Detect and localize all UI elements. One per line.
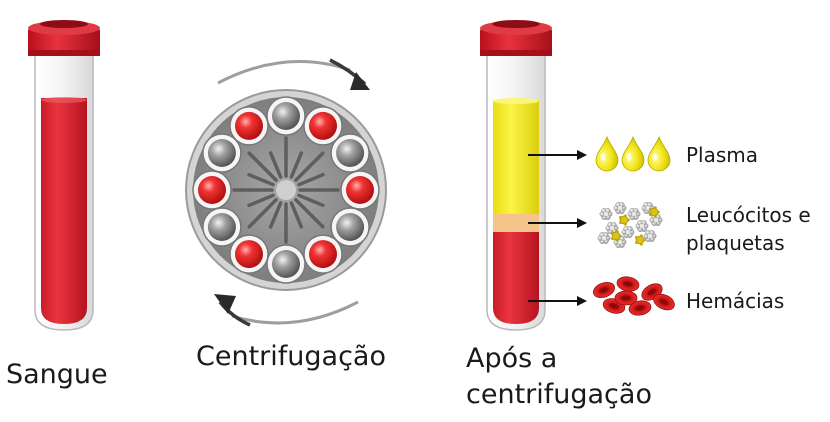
red-cells-label: Hemácias <box>686 289 785 313</box>
platelet-cluster-icon <box>597 202 663 248</box>
blood-sample-slot <box>235 111 263 140</box>
tube-cap-right <box>480 20 552 56</box>
plasma-layer <box>493 100 539 214</box>
blood-sample-slot <box>346 176 374 204</box>
rotation-arrow-top <box>217 60 351 85</box>
droplet-icon <box>595 135 671 172</box>
blood-fill <box>41 98 87 324</box>
empty-sample-slot <box>336 139 365 167</box>
buffy-coat-layer <box>493 214 539 232</box>
blood-label: Sangue <box>6 359 108 390</box>
rotor-tube-slots <box>192 96 380 284</box>
blood-sample-slot <box>309 240 337 269</box>
blood-tube <box>28 20 100 331</box>
empty-sample-slot <box>207 213 236 241</box>
empty-sample-slot <box>336 213 365 241</box>
rotor-spokes <box>232 136 340 244</box>
red-cell-layer <box>493 232 539 324</box>
separated-tube <box>480 20 587 331</box>
blood-sample-slot <box>198 176 226 204</box>
empty-sample-slot <box>272 102 300 130</box>
leukocytes-label-line1: Leucócitos e <box>686 203 811 227</box>
empty-sample-slot <box>272 250 300 278</box>
centrifuge <box>185 58 387 327</box>
after-label-line2: centrifugação <box>466 379 652 410</box>
blood-sample-slot <box>235 240 263 269</box>
centrifugation-label: Centrifugação <box>196 341 386 372</box>
rotation-arrow-bottom <box>231 300 359 325</box>
empty-sample-slot <box>207 139 236 167</box>
leukocytes-label-line2: plaquetas <box>686 231 785 255</box>
plasma-label: Plasma <box>686 143 759 167</box>
blood-sample-slot <box>309 111 337 140</box>
after-label-line1: Após a <box>466 343 558 374</box>
red-blood-cell-icon <box>592 276 675 316</box>
tube-cap <box>28 20 100 56</box>
